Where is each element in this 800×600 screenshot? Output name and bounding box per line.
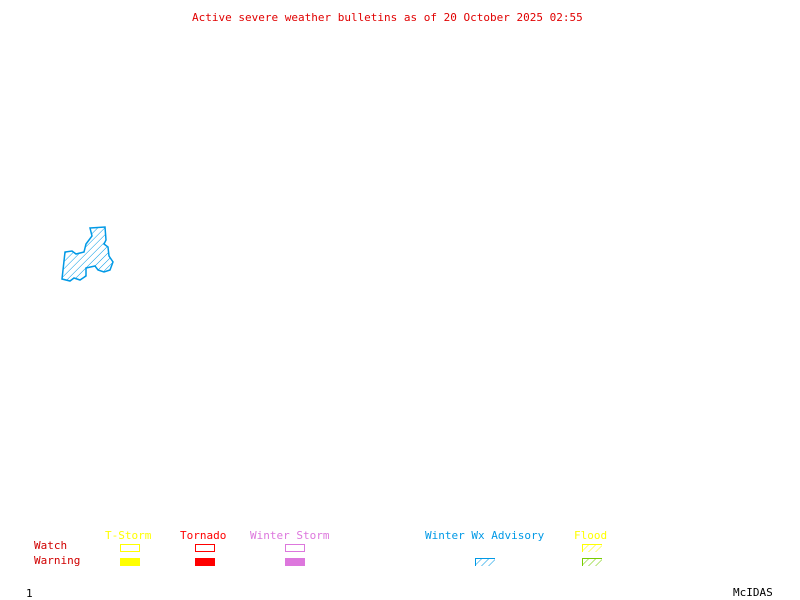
legend-tornado-label: Tornado bbox=[180, 529, 227, 542]
frame-number: 1 bbox=[26, 587, 33, 600]
legend-winter-storm-label: Winter Storm bbox=[250, 529, 330, 542]
legend-winter-wx-advisory-label: Winter Wx Advisory bbox=[425, 529, 545, 542]
legend-watch-label: Watch bbox=[34, 539, 68, 552]
legend-tstorm-label: T-Storm bbox=[105, 529, 152, 542]
legend-warning-label: Warning bbox=[34, 554, 81, 567]
legend-winter-wx-advisory-warning-swatch bbox=[475, 558, 495, 566]
legend-winter-storm-watch-swatch bbox=[285, 544, 305, 552]
legend-flood-label: Flood bbox=[574, 529, 608, 542]
legend-flood-watch-swatch bbox=[582, 544, 602, 552]
winter-wx-advisory-area bbox=[61, 226, 114, 282]
legend-flood-warning-swatch bbox=[582, 558, 602, 566]
bulletin-title: Active severe weather bulletins as of 20… bbox=[192, 11, 583, 24]
legend-tornado-watch-swatch bbox=[195, 544, 215, 552]
legend-tstorm-warning-swatch bbox=[120, 558, 140, 566]
legend-winter-storm-warning-swatch bbox=[285, 558, 305, 566]
legend-tornado-warning-swatch bbox=[195, 558, 215, 566]
brand-label: McIDAS bbox=[733, 586, 773, 599]
legend-tstorm-watch-swatch bbox=[120, 544, 140, 552]
